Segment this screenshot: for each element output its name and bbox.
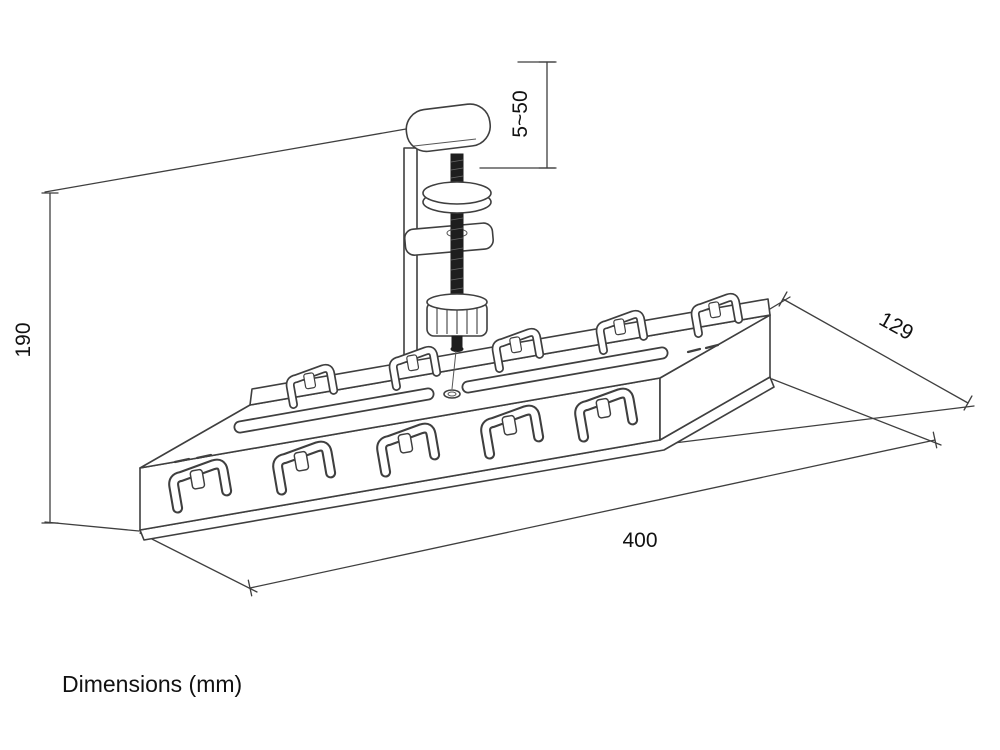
back-hook-row xyxy=(285,292,744,409)
cable-hook-cutout xyxy=(168,458,233,514)
dim-label-depth: 129 xyxy=(875,308,917,345)
dimension-clamp-range: 5~50 xyxy=(479,61,557,169)
cable-hook-cutout xyxy=(388,345,442,391)
clamp-assembly xyxy=(403,103,494,363)
clamp-lower-arm xyxy=(403,222,494,256)
cable-hook-cutout xyxy=(690,292,744,338)
cable-hook-cutout xyxy=(272,440,337,496)
front-hook-row xyxy=(168,387,639,514)
cable-hook-cutout xyxy=(285,363,339,409)
clamp-knob xyxy=(426,293,488,337)
screw-centerline xyxy=(451,350,457,390)
cable-tray xyxy=(139,292,775,541)
tray-mounting-hole xyxy=(443,389,461,399)
cable-hook-cutout xyxy=(376,422,441,478)
cable-hook-cutout xyxy=(595,309,649,355)
caption: Dimensions (mm) xyxy=(62,671,242,697)
dim-label-clamp-range: 5~50 xyxy=(509,90,532,137)
dim-label-height: 190 xyxy=(12,322,35,357)
clamp-pressure-disc xyxy=(422,181,492,214)
dimension-length: 400 xyxy=(139,378,942,597)
cable-hook-cutout xyxy=(574,387,639,443)
screw-tip-end xyxy=(450,346,464,352)
cable-hook-cutout xyxy=(480,404,545,460)
dimension-height: 190 xyxy=(12,128,407,532)
cable-hook-cutout xyxy=(491,327,545,373)
dim-label-length: 400 xyxy=(622,529,657,552)
mounting-slot-marks xyxy=(173,343,720,464)
tray-floor-slots xyxy=(233,346,669,434)
